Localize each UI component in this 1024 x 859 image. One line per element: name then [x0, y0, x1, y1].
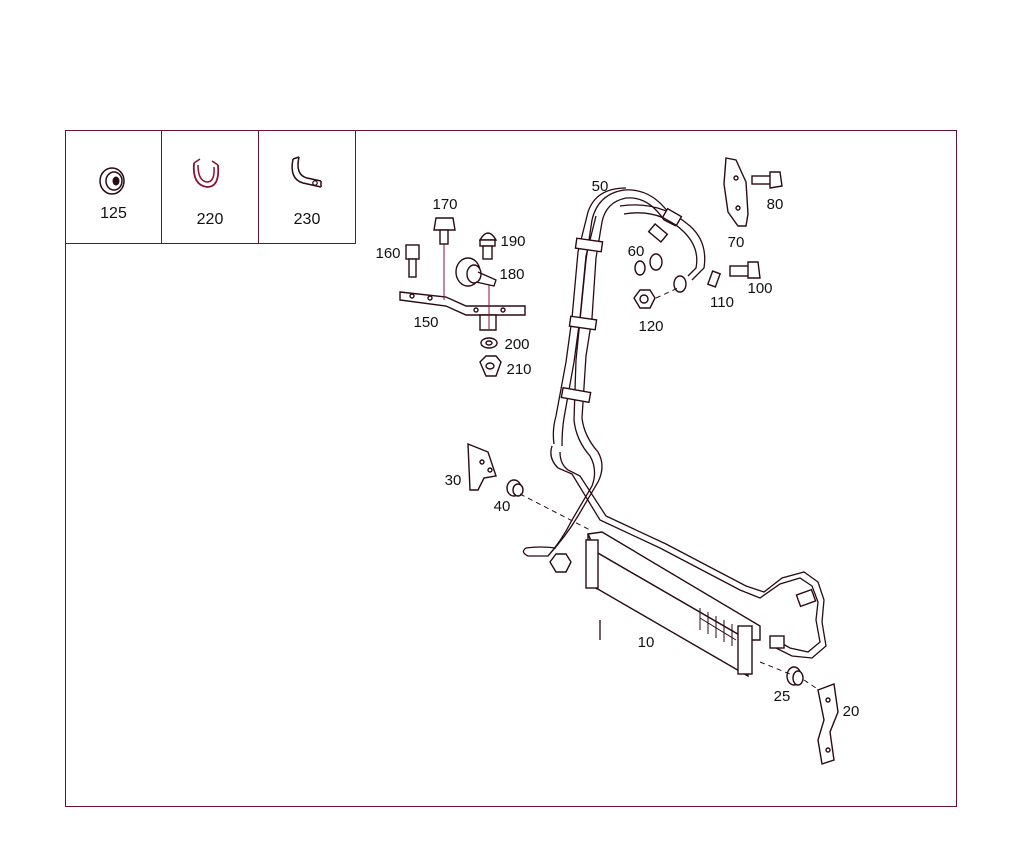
callout-180: 180 [499, 266, 524, 283]
grommet-25 [786, 666, 804, 686]
callout-150: 150 [413, 314, 438, 331]
grommet-40 [506, 479, 524, 497]
callout-50: 50 [592, 178, 609, 195]
bracket-30 [467, 442, 497, 491]
callout-10: 10 [638, 634, 655, 651]
callout-20: 20 [843, 703, 860, 720]
callout-210: 210 [506, 361, 531, 378]
callout-70: 70 [728, 234, 745, 251]
washer-200 [480, 337, 498, 349]
bolt-80 [751, 171, 783, 189]
oil-cooler-10 [585, 531, 761, 678]
nut-210 [479, 355, 502, 377]
callout-60: 60 [628, 243, 645, 260]
nut-fitting [549, 553, 572, 573]
callout-120: 120 [638, 318, 663, 335]
legend-cell-125: 125 [65, 130, 162, 244]
callout-100: 100 [747, 280, 772, 297]
bolt-190 [478, 232, 498, 260]
legend-cell-230: 230 [258, 130, 356, 244]
callout-200: 200 [504, 336, 529, 353]
callout-110: 110 [710, 294, 734, 311]
oil-hoses-50 [522, 187, 827, 659]
legend-label-220: 220 [196, 211, 224, 228]
callout-190: 190 [500, 233, 525, 250]
callout-160: 160 [375, 245, 400, 262]
callout-30: 30 [445, 472, 462, 489]
bracket-150 [399, 291, 526, 331]
bracket-70 [723, 157, 749, 227]
legend-label-125: 125 [100, 205, 127, 222]
bolt-100 [729, 261, 761, 279]
grommet-icon [99, 167, 125, 195]
seal-60 [634, 253, 663, 276]
pipe-clip-icon [291, 156, 322, 188]
seal-110 [673, 270, 722, 293]
callout-170: 170 [432, 196, 457, 213]
callout-40: 40 [494, 498, 511, 515]
hose-clamp-icon [192, 158, 220, 188]
bolt-170 [433, 217, 456, 245]
nut-120 [633, 289, 656, 309]
bolt-160 [405, 244, 420, 278]
legend-label-230: 230 [293, 211, 321, 228]
callout-80: 80 [767, 196, 784, 213]
callout-25: 25 [774, 688, 791, 705]
clip-180 [455, 257, 497, 287]
bracket-20 [817, 683, 839, 765]
diagram-frame [65, 130, 957, 807]
